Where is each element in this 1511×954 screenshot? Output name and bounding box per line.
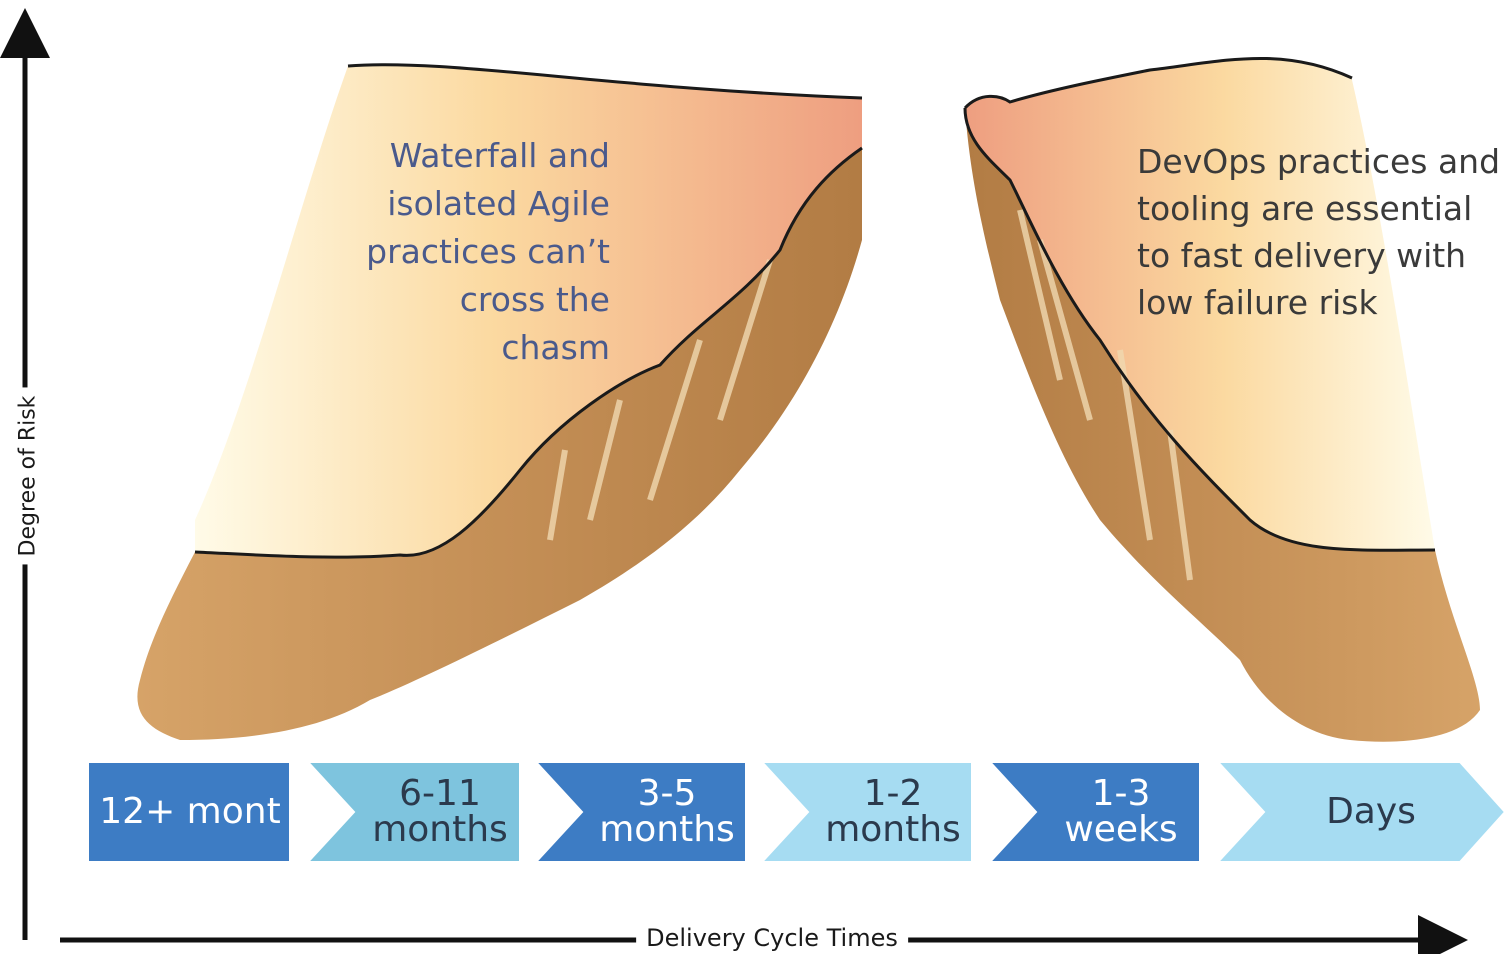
caption-line: DevOps practices and xyxy=(1137,142,1501,181)
step-text: 6-11 months xyxy=(372,773,508,850)
step-text: Days xyxy=(1326,791,1416,832)
caption-line: practices can’t xyxy=(366,232,610,271)
step-shape-3 xyxy=(533,761,747,863)
step-shape-6 xyxy=(1215,761,1507,863)
caption-line: low failure risk xyxy=(1137,283,1378,322)
x-axis-label: Delivery Cycle Times xyxy=(636,924,908,952)
step-shape-1 xyxy=(87,761,291,863)
caption-line: chasm xyxy=(501,328,610,367)
caption-line: to fast delivery with xyxy=(1137,236,1467,275)
step-label-2: 6-11 months xyxy=(360,762,520,862)
devops-caption: DevOps practices and tooling are essenti… xyxy=(1137,138,1509,326)
waterfall-caption: Waterfall and isolated Agile practices c… xyxy=(330,132,610,372)
caption-line: Waterfall and xyxy=(389,136,610,175)
caption-line: tooling are essential xyxy=(1137,189,1473,228)
step-shape-4 xyxy=(759,761,973,863)
step-text: 3-5 months xyxy=(599,773,735,850)
step-text: 12+ mont xyxy=(99,791,281,832)
step-band xyxy=(87,761,1507,863)
step-shape-5 xyxy=(987,761,1201,863)
step-shape-2 xyxy=(305,761,521,863)
caption-line: isolated Agile xyxy=(387,184,610,223)
step-label-4: 1-2 months xyxy=(814,762,972,862)
right-cliff xyxy=(963,56,1480,742)
y-axis-label: Degree of Risk xyxy=(15,387,41,565)
step-label-5: 1-3 weeks xyxy=(1042,762,1200,862)
step-text: 1-2 months xyxy=(825,773,961,850)
step-text: 1-3 weeks xyxy=(1064,773,1178,850)
step-label-6: Days xyxy=(1264,762,1478,862)
step-label-3: 3-5 months xyxy=(588,762,746,862)
caption-line: cross the xyxy=(459,280,610,319)
left-cliff xyxy=(137,63,863,740)
step-label-1: 12+ mont xyxy=(92,762,288,862)
